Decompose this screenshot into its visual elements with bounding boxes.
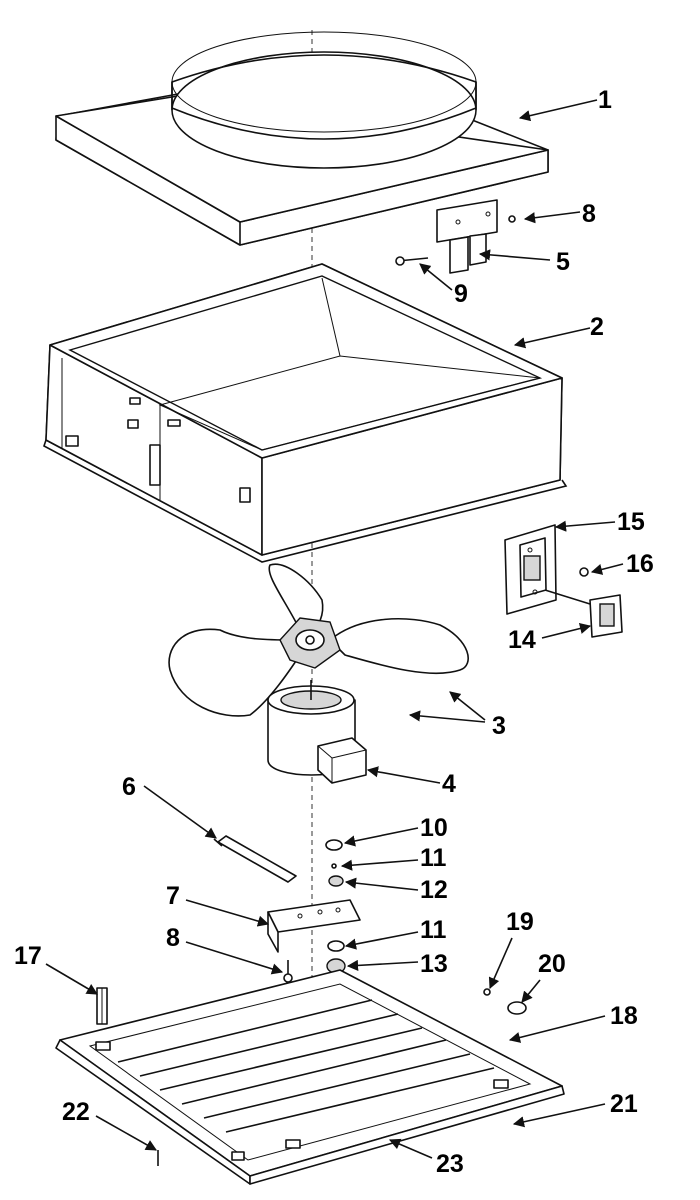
callout-7: 7 xyxy=(166,882,180,910)
callout-20: 20 xyxy=(538,950,566,978)
support-post xyxy=(96,987,108,1025)
screw-19 xyxy=(483,988,491,996)
callout-14: 14 xyxy=(508,626,536,654)
callout-11-upper: 11 xyxy=(420,844,447,872)
callout-2: 2 xyxy=(590,313,604,341)
callout-10: 10 xyxy=(420,814,448,842)
screw-9 xyxy=(395,256,429,266)
mounting-bracket xyxy=(436,199,498,274)
bottom-grille-pan xyxy=(55,969,565,1185)
callout-5: 5 xyxy=(556,248,570,276)
screw-16 xyxy=(579,567,589,577)
callout-19: 19 xyxy=(506,908,534,936)
switch-plate xyxy=(504,524,557,615)
callout-labels: 1 8 5 9 2 15 16 14 3 4 6 10 11 12 7 11 1… xyxy=(14,86,654,1178)
callout-3: 3 xyxy=(492,712,506,740)
callout-9: 9 xyxy=(454,280,468,308)
callout-8-top: 8 xyxy=(582,200,596,228)
plug-20 xyxy=(507,1001,527,1015)
fan-motor xyxy=(267,680,367,784)
callout-13: 13 xyxy=(420,950,448,978)
callout-8-bottom: 8 xyxy=(166,924,180,952)
callout-12: 12 xyxy=(420,876,448,904)
fan-blade xyxy=(168,563,469,717)
motor-bracket xyxy=(267,899,361,953)
callout-4: 4 xyxy=(442,770,456,798)
callout-11-lower: 11 xyxy=(420,916,447,944)
callout-15: 15 xyxy=(617,508,645,536)
callout-6: 6 xyxy=(122,773,136,801)
callout-17: 17 xyxy=(14,942,42,970)
hardware-stack xyxy=(325,839,346,974)
top-collar-panel xyxy=(55,31,549,246)
callout-16: 16 xyxy=(626,550,654,578)
screw-8-top xyxy=(508,215,516,223)
support-rod xyxy=(213,835,297,883)
callout-18: 18 xyxy=(610,1002,638,1030)
cabinet-box xyxy=(43,263,568,563)
screw-8-bottom xyxy=(283,960,293,983)
callout-22: 22 xyxy=(62,1098,90,1126)
callout-1: 1 xyxy=(598,86,612,114)
rocker-switch xyxy=(544,589,623,638)
leader-lines xyxy=(45,99,624,1159)
callout-23: 23 xyxy=(436,1150,464,1178)
callout-21: 21 xyxy=(610,1090,638,1118)
